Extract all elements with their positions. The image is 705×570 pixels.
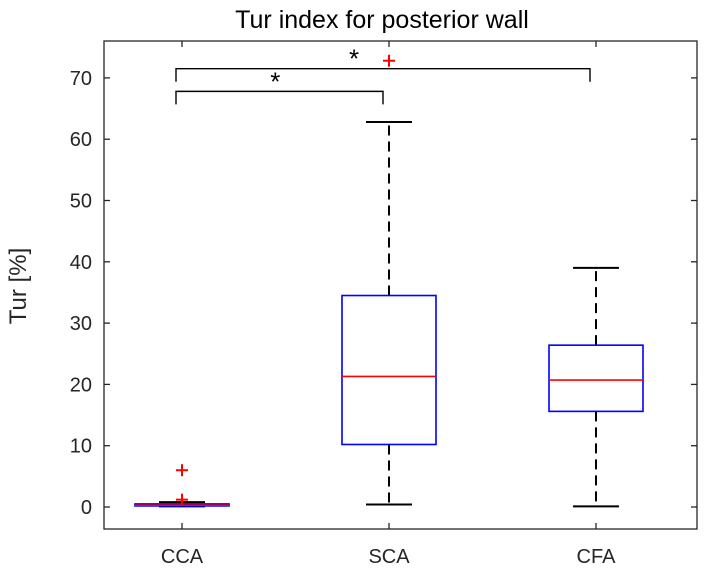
sca-box xyxy=(341,294,437,446)
y-tick-label-0: 0 xyxy=(81,497,92,519)
axes-frame xyxy=(103,40,698,530)
x-tick-label-sca: SCA xyxy=(368,546,410,568)
significance-bracket-2 xyxy=(175,90,384,105)
cca-outlier-2 xyxy=(176,493,188,506)
significance-label-2: * xyxy=(270,66,280,96)
y-tick-label-40: 40 xyxy=(70,252,92,274)
y-tick-label-20: 20 xyxy=(70,374,92,396)
sca-outlier-1 xyxy=(383,54,395,67)
cfa-box xyxy=(548,344,644,413)
x-tick-label-cfa: CFA xyxy=(577,546,617,568)
y-tick-label-30: 30 xyxy=(70,313,92,335)
y-axis-label: Tur [%] xyxy=(5,248,32,324)
x-tick-label-cca: CCA xyxy=(161,546,204,568)
y-tick-label-60: 60 xyxy=(70,129,92,151)
significance-label-1: * xyxy=(349,44,359,74)
chart-title: Tur index for posterior wall xyxy=(235,6,529,34)
y-tick-label-10: 10 xyxy=(70,436,92,458)
cca-outlier-1 xyxy=(176,464,188,477)
significance-bracket-1 xyxy=(175,68,591,82)
y-tick-label-70: 70 xyxy=(70,68,92,90)
y-tick-label-50: 50 xyxy=(70,191,92,213)
